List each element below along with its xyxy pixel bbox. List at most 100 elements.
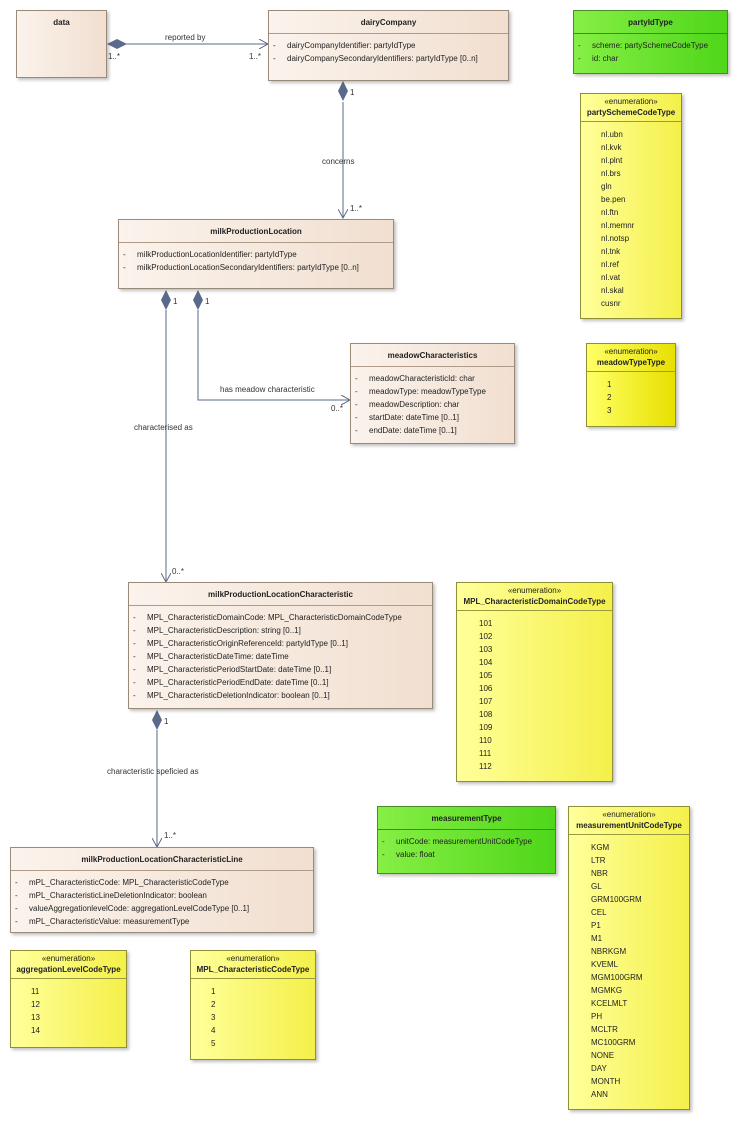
multiplicity-label: 1..* <box>108 52 121 61</box>
enum-name: MPL_CharacteristicCodeType <box>196 965 310 974</box>
enum-party-scheme-code-type[interactable]: «enumeration» partySchemeCodeType nl.ubn… <box>580 93 682 319</box>
attribute: -milkProductionLocationSecondaryIdentifi… <box>123 263 359 272</box>
enum-literal: PH <box>591 1012 603 1021</box>
class-dairy-company[interactable]: dairyCompany -dairyCompanyIdentifier: pa… <box>268 10 509 81</box>
class-name: partyIdType <box>628 18 673 27</box>
multiplicity-label: 0..* <box>331 404 344 413</box>
class-mpl-characteristic[interactable]: milkProductionLocationCharacteristic -MP… <box>128 582 433 709</box>
attribute: -scheme: partySchemeCodeType <box>578 41 709 50</box>
enum-mpl-characteristic-code-type[interactable]: «enumeration» MPL_CharacteristicCodeType… <box>190 950 316 1060</box>
composition-diamond <box>107 39 127 49</box>
enum-literal: cusnr <box>601 299 621 308</box>
attribute: -mPL_CharacteristicValue: measurementTyp… <box>15 917 190 926</box>
enum-header: «enumeration» meadowTypeType <box>587 344 675 371</box>
enum-literal: nl.memnr <box>601 221 635 230</box>
multiplicity-label: 1 <box>350 88 355 97</box>
enum-literal: 3 <box>607 406 612 415</box>
enum-literal: ANN <box>591 1090 608 1099</box>
enum-literal: 109 <box>479 723 493 732</box>
attribute: -MPL_CharacteristicPeriodEndDate: dateTi… <box>133 678 329 687</box>
enum-literal: nl.tnk <box>601 247 621 256</box>
assoc-characterised-as <box>161 290 171 582</box>
attribute: -MPL_CharacteristicOriginReferenceId: pa… <box>133 639 348 648</box>
enum-literal: nl.notsp <box>601 234 630 243</box>
class-party-id-type[interactable]: partyIdType -scheme: partySchemeCodeType… <box>573 10 728 74</box>
enum-header: «enumeration» partySchemeCodeType <box>581 94 681 121</box>
attribute: -startDate: dateTime [0..1] <box>355 413 459 422</box>
enum-literal: MC100GRM <box>591 1038 636 1047</box>
stereotype-label: «enumeration» <box>604 97 658 106</box>
stereotype-label: «enumeration» <box>41 954 96 963</box>
enum-literal: LTR <box>591 856 606 865</box>
enum-header: «enumeration» measurementUnitCodeType <box>569 807 689 834</box>
attribute: -id: char <box>578 54 619 63</box>
attribute: -MPL_CharacteristicDateTime: dateTime <box>133 652 289 661</box>
attribute-list: -scheme: partySchemeCodeType -id: char <box>574 33 727 70</box>
enum-literal: 14 <box>31 1026 40 1035</box>
multiplicity-label: 1..* <box>249 52 262 61</box>
relation-label-characterised-as: characterised as <box>134 423 193 432</box>
attribute: -mPL_CharacteristicLineDeletionIndicator… <box>15 891 207 900</box>
relation-label-specified-as: characteristic speficied as <box>107 767 199 776</box>
enum-literal: nl.vat <box>601 273 621 282</box>
class-mpl-characteristic-line[interactable]: milkProductionLocationCharacteristicLine… <box>10 847 314 933</box>
enum-literal: MGM100GRM <box>591 973 643 982</box>
composition-diamond <box>161 290 171 310</box>
enum-literal: 111 <box>479 749 492 758</box>
multiplicity-label: 0..* <box>172 567 185 576</box>
attribute: -dairyCompanyIdentifier: partyIdType <box>273 41 416 50</box>
attribute: -meadowType: meadowTypeType <box>355 387 486 396</box>
class-milk-production-location[interactable]: milkProductionLocation -milkProductionLo… <box>118 219 394 289</box>
enum-literal: 11 <box>31 987 40 996</box>
attribute: -MPL_CharacteristicDomainCode: MPL_Chara… <box>133 613 402 622</box>
enum-literal: GRM100GRM <box>591 895 642 904</box>
class-meadow-characteristics[interactable]: meadowCharacteristics -meadowCharacteris… <box>350 343 515 444</box>
enum-literal: 108 <box>479 710 493 719</box>
multiplicity-label: 1 <box>164 717 169 726</box>
enum-aggregation-level-code-type[interactable]: «enumeration» aggregationLevelCodeType 1… <box>10 950 127 1048</box>
stereotype-label: «enumeration» <box>604 347 658 356</box>
attribute: -valueAggregationlevelCode: aggregationL… <box>15 904 250 913</box>
attribute-list: -milkProductionLocationIdentifier: party… <box>119 242 393 279</box>
enum-literal: nl.ftn <box>601 208 619 217</box>
stereotype-label: «enumeration» <box>226 954 280 963</box>
enum-literal: 1 <box>607 380 612 389</box>
class-name: data <box>53 18 70 27</box>
multiplicity-label: 1 <box>205 297 210 306</box>
enum-literal: P1 <box>591 921 601 930</box>
enum-literal: gln <box>601 182 612 191</box>
enum-name: measurementUnitCodeType <box>576 821 682 830</box>
enum-literal: 107 <box>479 697 493 706</box>
enum-literal: KCELMLT <box>591 999 628 1008</box>
multiplicity-label: 1 <box>173 297 178 306</box>
attribute: -unitCode: measurementUnitCodeType <box>382 837 533 846</box>
enum-name: meadowTypeType <box>596 358 666 367</box>
enum-literal: 103 <box>479 645 493 654</box>
attribute: -value: float <box>382 850 435 859</box>
enum-name: partySchemeCodeType <box>586 108 676 117</box>
enum-literal: M1 <box>591 934 603 943</box>
class-name: milkProductionLocation <box>210 227 302 236</box>
attribute: -endDate: dateTime [0..1] <box>355 426 457 435</box>
enum-literal: 13 <box>31 1013 40 1022</box>
enum-mpl-characteristic-domain-code-type[interactable]: «enumeration» MPL_CharacteristicDomainCo… <box>456 582 613 782</box>
enum-measurement-unit-code-type[interactable]: «enumeration» measurementUnitCodeType KG… <box>568 806 690 1110</box>
relation-label-has-meadow: has meadow characteristic <box>220 385 315 394</box>
enum-literal: GL <box>591 882 602 891</box>
class-name: meadowCharacteristics <box>387 351 478 360</box>
enum-literal: 4 <box>211 1026 216 1035</box>
enum-literal: DAY <box>591 1064 607 1073</box>
attribute-list: -MPL_CharacteristicDomainCode: MPL_Chara… <box>129 605 432 707</box>
class-measurement-type[interactable]: measurementType -unitCode: measurementUn… <box>377 806 556 874</box>
enum-literal: NONE <box>591 1051 615 1060</box>
enum-literal: 102 <box>479 632 493 641</box>
class-data[interactable]: data <box>16 10 107 78</box>
enum-literal: nl.kvk <box>601 143 622 152</box>
attribute: -dairyCompanySecondaryIdentifiers: party… <box>273 54 478 63</box>
enum-literal: 3 <box>211 1013 216 1022</box>
enum-literal: 112 <box>479 762 492 771</box>
